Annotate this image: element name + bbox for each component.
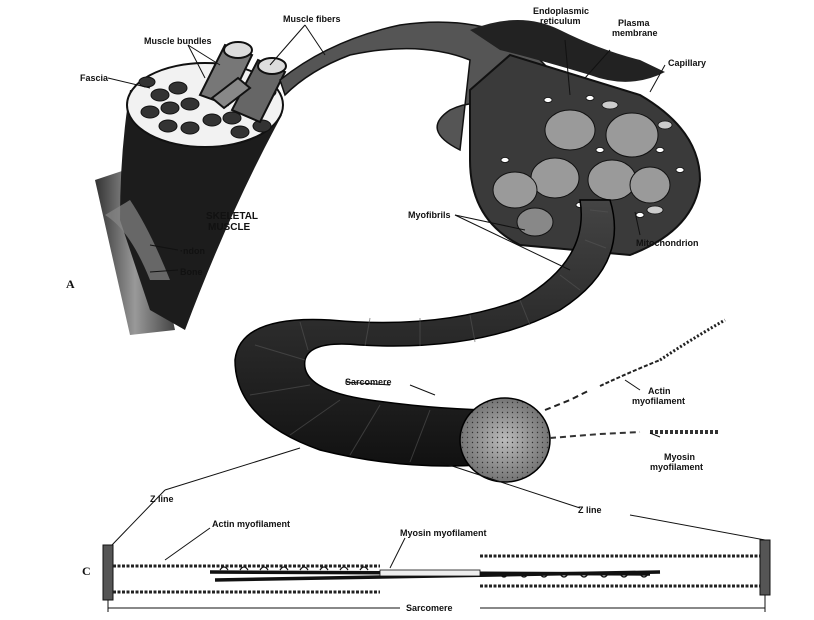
- label-actin-myofilament-bottom: Actin myofilament: [212, 519, 290, 529]
- label-myosin-top-1: Myosin: [664, 452, 695, 462]
- label-tendon: ·ndon: [180, 246, 205, 256]
- label-z-line-left: Z line: [150, 494, 174, 504]
- h-zone: [380, 570, 480, 576]
- label-myosin-top-2: myofilament: [650, 462, 703, 472]
- label-muscle-bundles: Muscle bundles: [144, 36, 212, 46]
- label-myosin-myofilament-bottom: Myosin myofilament: [400, 528, 487, 538]
- label-actin-top-2: myofilament: [632, 396, 685, 406]
- label-sarcomere-bottom: Sarcomere: [406, 603, 453, 613]
- z-line-left-bar: [103, 545, 113, 600]
- myofibril-cut-face-dots: [461, 399, 549, 481]
- label-bone: Bone: [180, 267, 203, 277]
- z-line-right-bar: [760, 540, 770, 595]
- sarcomere-diagram: [103, 540, 770, 600]
- label-muscle-fibers: Muscle fibers: [283, 14, 341, 24]
- panel-letter-c: C: [82, 564, 91, 579]
- label-fascia: Fascia: [80, 73, 108, 83]
- myosin-strand: [550, 432, 720, 438]
- label-endoplasmic: Endoplasmic: [533, 6, 589, 16]
- label-reticulum: reticulum: [540, 16, 581, 26]
- label-myofibrils: Myofibrils: [408, 210, 451, 220]
- label-skeletal: SKELETAL: [206, 212, 258, 222]
- label-muscle: MUSCLE: [208, 223, 250, 233]
- label-actin-top-1: Actin: [648, 386, 671, 396]
- label-sarcomere-mid: Sarcomere: [345, 377, 392, 387]
- label-mitochondrion: Mitochondrion: [636, 238, 699, 248]
- panel-letter-a: A: [66, 277, 75, 292]
- label-capillary: Capillary: [668, 58, 706, 68]
- label-membrane: membrane: [612, 28, 658, 38]
- label-z-line-right: Z line: [578, 505, 602, 515]
- label-plasma: Plasma: [618, 18, 650, 28]
